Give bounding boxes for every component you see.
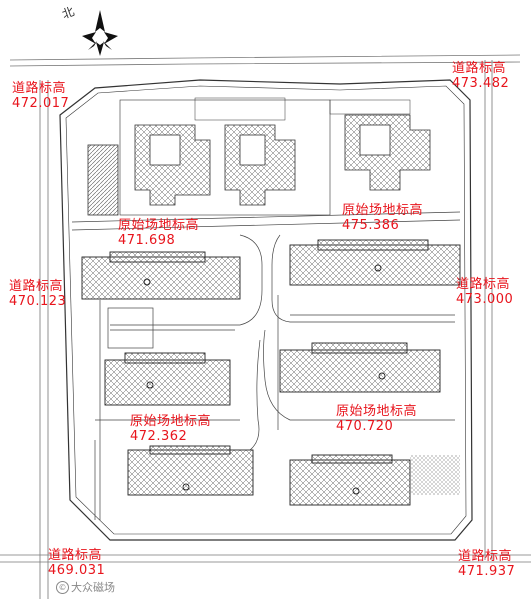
label-title: 道路标高 [456,277,511,292]
label-title: 道路标高 [458,549,513,564]
label-title: 道路标高 [9,279,64,294]
label-value: 472.362 [130,429,188,444]
label-value: 471.698 [118,233,176,248]
label-value: 473.000 [456,292,514,307]
label-title: 原始场地标高 [342,203,424,218]
label-value: 471.937 [458,564,516,579]
watermark-icon: © [56,580,69,594]
site-elevation-label-2: 原始场地标高 475.386 [342,203,423,233]
road-elevation-label-tr: 道路标高 473.482 [452,61,509,91]
plaza [107,307,154,349]
label-value: 470.720 [336,419,394,434]
label-value: 473.482 [452,76,510,91]
residential-blocks [81,239,461,506]
site-elevation-label-4: 原始场地标高 470.720 [336,404,417,434]
label-title: 原始场地标高 [118,218,200,233]
watermark-text: 大众磁场 [71,581,115,594]
label-title: 道路标高 [452,61,507,76]
site-elevation-label-3: 原始场地标高 472.362 [130,414,211,444]
label-value: 472.017 [12,96,70,111]
watermark: © 大众磁场 [56,579,115,595]
landscape-area [410,455,460,495]
north-arrow-icon [82,10,118,56]
label-title: 原始场地标高 [130,414,212,429]
label-value: 470.123 [9,294,67,309]
road-elevation-label-bl: 道路标高 469.031 [48,548,105,578]
road-elevation-label-tl: 道路标高 472.017 [12,81,69,111]
site-elevation-label-1: 原始场地标高 471.698 [118,218,199,248]
road-elevation-label-ml: 道路标高 470.123 [9,279,66,309]
roads [0,54,531,599]
label-title: 原始场地标高 [336,404,418,419]
internal-roads [71,211,461,520]
site-boundary [59,79,473,541]
label-value: 469.031 [48,563,106,578]
label-title: 道路标高 [48,548,103,563]
road-elevation-label-br: 道路标高 471.937 [458,549,515,579]
road-elevation-label-mr: 道路标高 473.000 [456,277,513,307]
label-value: 475.386 [342,218,400,233]
top-villas [87,97,431,216]
label-title: 道路标高 [12,81,67,96]
